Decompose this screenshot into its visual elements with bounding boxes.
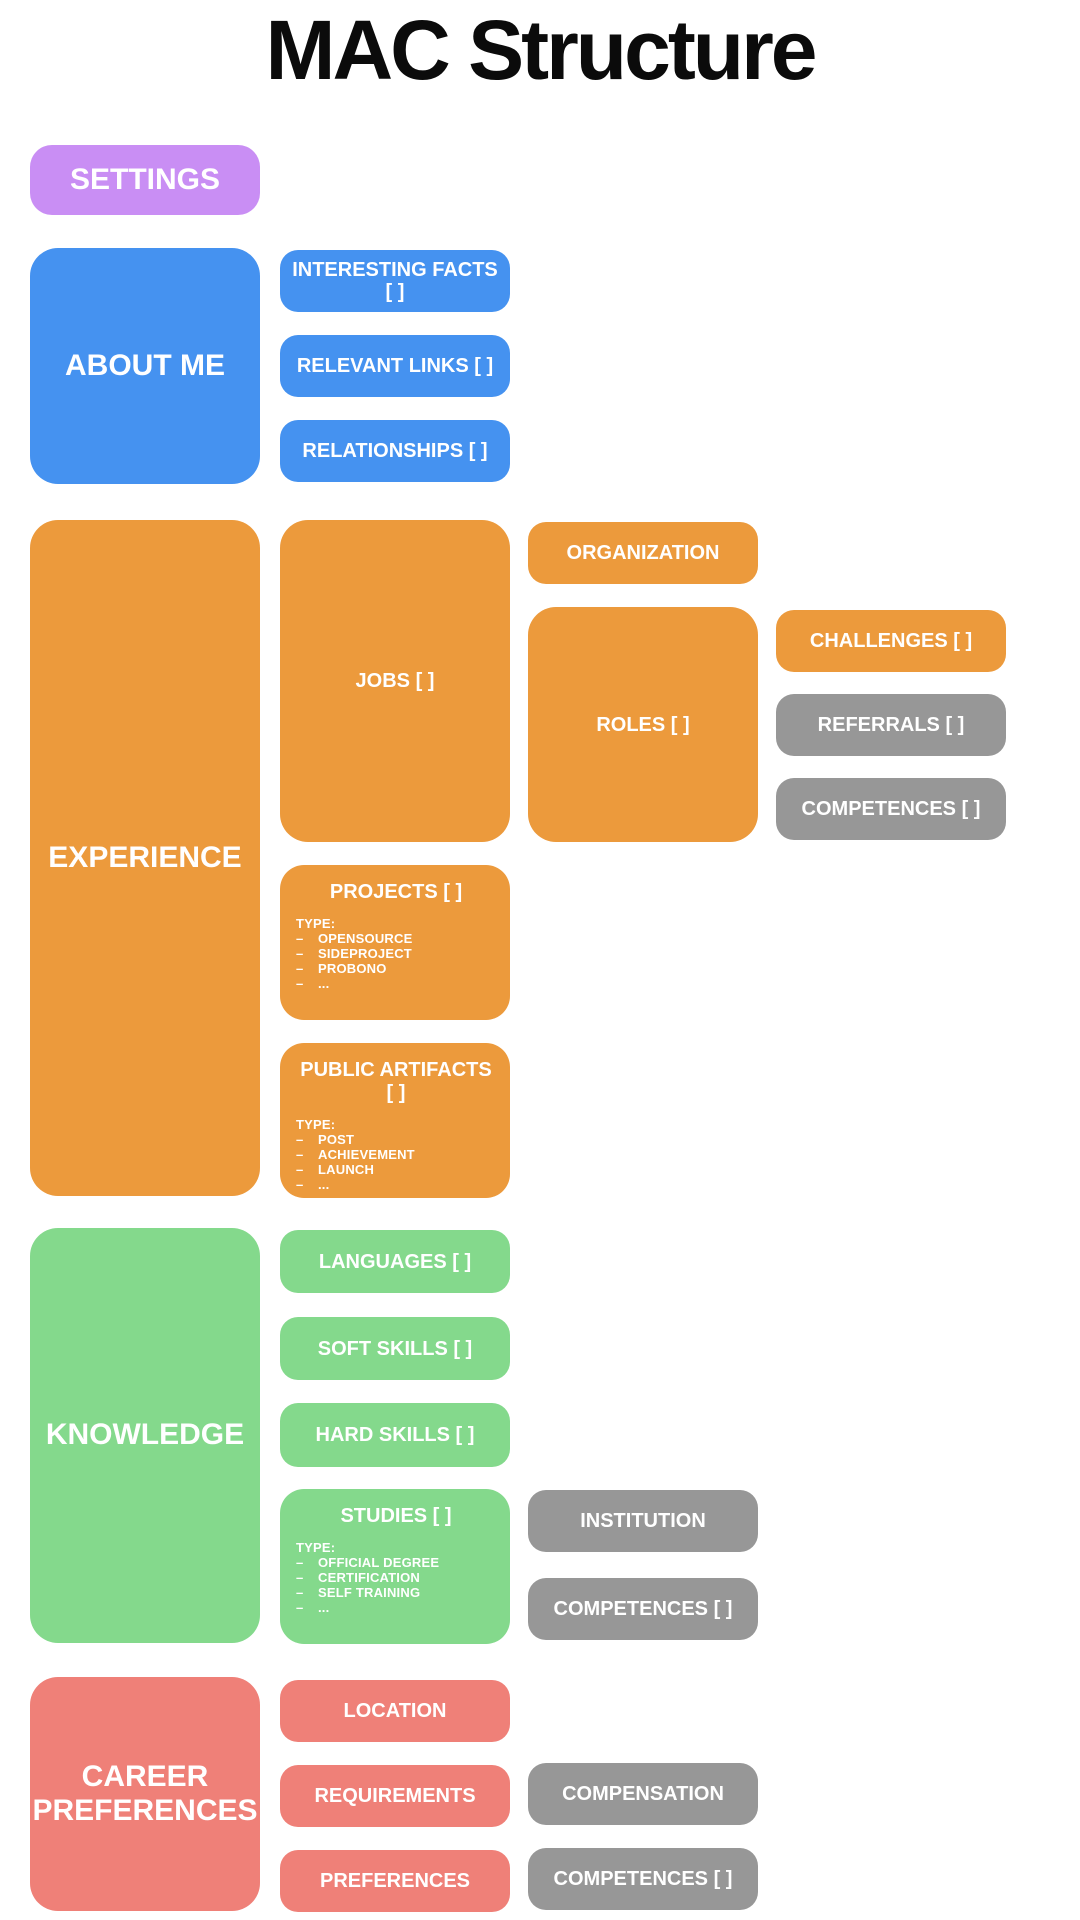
- institution-node: INSTITUTION: [528, 1490, 758, 1552]
- referrals-label: REFERRALS [ ]: [817, 714, 965, 736]
- career-competences-node: COMPETENCES [ ]: [528, 1848, 758, 1910]
- diagram-title: MAC Structure: [265, 3, 817, 97]
- compensation-node: COMPENSATION: [528, 1763, 758, 1825]
- hard-skills-label: HARD SKILLS [ ]: [315, 1424, 475, 1446]
- public-artifacts-type-item: ACHIEVEMENT: [296, 1147, 496, 1162]
- studies-type-item: ...: [296, 1600, 496, 1615]
- studies-type-list: TYPE: OFFICIAL DEGREE CERTIFICATION SELF…: [296, 1540, 496, 1615]
- relevant-links-label: RELEVANT LINKS [ ]: [296, 355, 494, 377]
- projects-node: PROJECTS [ ] TYPE: OPENSOURCE SIDEPROJEC…: [280, 865, 510, 1020]
- projects-type-item: OPENSOURCE: [296, 931, 496, 946]
- languages-label: LANGUAGES [ ]: [318, 1250, 472, 1273]
- projects-type-heading: TYPE:: [296, 916, 336, 931]
- about-me-label: ABOUT ME: [65, 348, 225, 382]
- compensation-label: COMPENSATION: [562, 1783, 724, 1805]
- relationships-node: RELATIONSHIPS [ ]: [280, 420, 510, 482]
- settings-label: SETTINGS: [69, 162, 220, 196]
- jobs-label: JOBS [ ]: [355, 670, 435, 692]
- knowledge-label: KNOWLEDGE: [45, 1418, 245, 1452]
- requirements-node: REQUIREMENTS: [280, 1765, 510, 1827]
- referrals-node: REFERRALS [ ]: [776, 694, 1006, 756]
- public-artifacts-type-list: TYPE: POST ACHIEVEMENT LAUNCH ...: [296, 1117, 496, 1192]
- public-artifacts-type-item: ...: [296, 1177, 496, 1192]
- languages-node: LANGUAGES [ ]: [280, 1230, 510, 1293]
- projects-type-item: ...: [296, 976, 496, 991]
- projects-type-list: TYPE: OPENSOURCE SIDEPROJECT PROBONO ...: [296, 916, 496, 991]
- experience-competences-label: COMPETENCES [ ]: [801, 798, 981, 820]
- settings-node: SETTINGS: [30, 145, 260, 215]
- preferences-label: PREFERENCES: [319, 1870, 471, 1892]
- studies-type-item: OFFICIAL DEGREE: [296, 1555, 496, 1570]
- studies-node: STUDIES [ ] TYPE: OFFICIAL DEGREE CERTIF…: [280, 1489, 510, 1644]
- projects-type-item: PROBONO: [296, 961, 496, 976]
- soft-skills-label: SOFT SKILLS [ ]: [317, 1337, 473, 1360]
- studies-type-item: SELF TRAINING: [296, 1585, 496, 1600]
- location-label: LOCATION: [343, 1700, 447, 1722]
- experience-competences-node: COMPETENCES [ ]: [776, 778, 1006, 840]
- knowledge-node: KNOWLEDGE: [30, 1228, 260, 1643]
- career-preferences-label: CAREER PREFERENCES: [32, 1759, 258, 1828]
- challenges-label: CHALLENGES [ ]: [809, 630, 973, 652]
- relevant-links-node: RELEVANT LINKS [ ]: [280, 335, 510, 397]
- knowledge-competences-node: COMPETENCES [ ]: [528, 1578, 758, 1640]
- soft-skills-node: SOFT SKILLS [ ]: [280, 1317, 510, 1380]
- public-artifacts-type-item: POST: [296, 1132, 496, 1147]
- jobs-node: JOBS [ ]: [280, 520, 510, 842]
- public-artifacts-node: PUBLIC ARTIFACTS [ ] TYPE: POST ACHIEVEM…: [280, 1043, 510, 1198]
- preferences-node: PREFERENCES: [280, 1850, 510, 1912]
- studies-label: STUDIES [ ]: [340, 1505, 452, 1527]
- studies-type-heading: TYPE:: [296, 1540, 336, 1555]
- interesting-facts-node: INTERESTING FACTS [ ]: [280, 250, 510, 312]
- about-me-node: ABOUT ME: [30, 248, 260, 484]
- location-node: LOCATION: [280, 1680, 510, 1742]
- organization-node: ORGANIZATION: [528, 522, 758, 584]
- roles-label: ROLES [ ]: [596, 713, 690, 736]
- experience-node: EXPERIENCE: [30, 520, 260, 1196]
- challenges-node: CHALLENGES [ ]: [776, 610, 1006, 672]
- roles-node: ROLES [ ]: [528, 607, 758, 842]
- projects-type-item: SIDEPROJECT: [296, 946, 496, 961]
- interesting-facts-label: INTERESTING FACTS [ ]: [292, 259, 498, 303]
- career-competences-label: COMPETENCES [ ]: [553, 1868, 733, 1890]
- organization-label: ORGANIZATION: [566, 542, 720, 564]
- relationships-label: RELATIONSHIPS [ ]: [302, 440, 488, 462]
- public-artifacts-type-item: LAUNCH: [296, 1162, 496, 1177]
- experience-label: EXPERIENCE: [48, 840, 242, 874]
- knowledge-competences-label: COMPETENCES [ ]: [553, 1598, 733, 1620]
- public-artifacts-type-heading: TYPE:: [296, 1117, 336, 1132]
- hard-skills-node: HARD SKILLS [ ]: [280, 1403, 510, 1467]
- studies-type-item: CERTIFICATION: [296, 1570, 496, 1585]
- public-artifacts-label: PUBLIC ARTIFACTS [ ]: [300, 1059, 492, 1104]
- career-preferences-node: CAREER PREFERENCES: [30, 1677, 260, 1911]
- projects-label: PROJECTS [ ]: [329, 881, 463, 903]
- institution-label: INSTITUTION: [580, 1510, 706, 1532]
- requirements-label: REQUIREMENTS: [314, 1785, 476, 1807]
